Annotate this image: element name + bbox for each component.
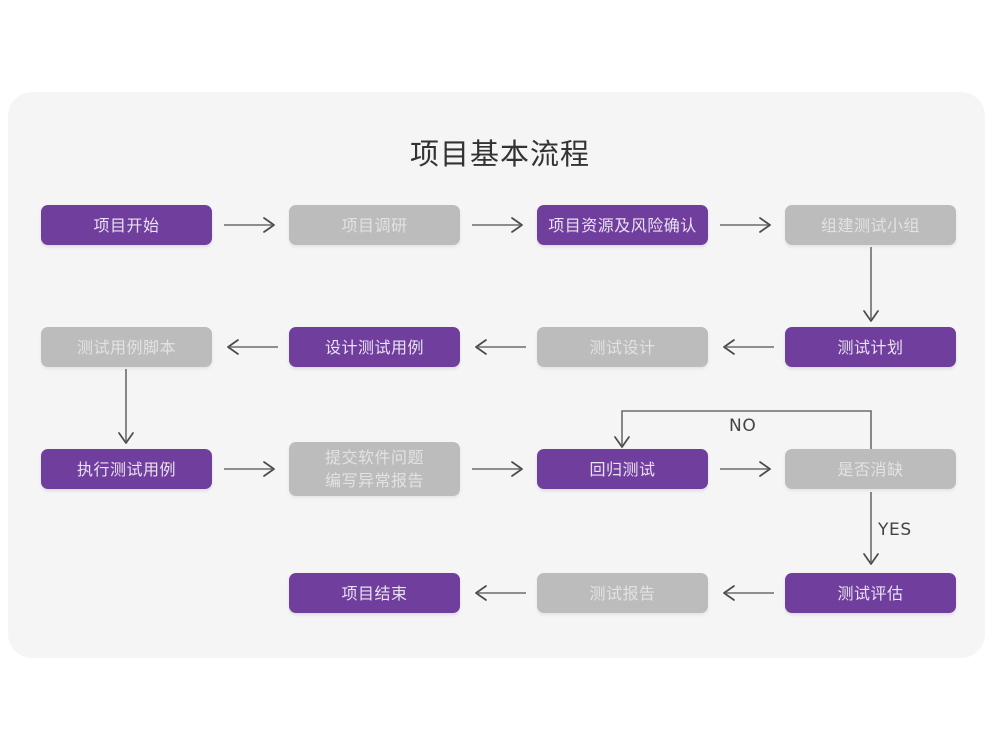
node-test-design[interactable]: 测试设计 (537, 327, 708, 367)
node-test-evaluation[interactable]: 测试评估 (785, 573, 956, 613)
node-design-test-case[interactable]: 设计测试用例 (289, 327, 460, 367)
node-project-start[interactable]: 项目开始 (41, 205, 212, 245)
node-execute-test-case[interactable]: 执行测试用例 (41, 449, 212, 489)
node-project-end[interactable]: 项目结束 (289, 573, 460, 613)
edge-label-yes: YES (878, 520, 912, 540)
edge-label-no: NO (729, 416, 757, 436)
node-defect-cleared[interactable]: 是否消缺 (785, 449, 956, 489)
node-test-report[interactable]: 测试报告 (537, 573, 708, 613)
node-build-test-team[interactable]: 组建测试小组 (785, 205, 956, 245)
node-test-plan[interactable]: 测试计划 (785, 327, 956, 367)
node-regression-test[interactable]: 回归测试 (537, 449, 708, 489)
page-title: 项目基本流程 (409, 137, 590, 171)
node-project-research[interactable]: 项目调研 (289, 205, 460, 245)
node-submit-bug-report[interactable]: 提交软件问题 编写异常报告 (289, 442, 460, 496)
diagram-card (8, 92, 985, 658)
node-test-case-script[interactable]: 测试用例脚本 (41, 327, 212, 367)
node-resource-risk-confirm[interactable]: 项目资源及风险确认 (537, 205, 708, 245)
